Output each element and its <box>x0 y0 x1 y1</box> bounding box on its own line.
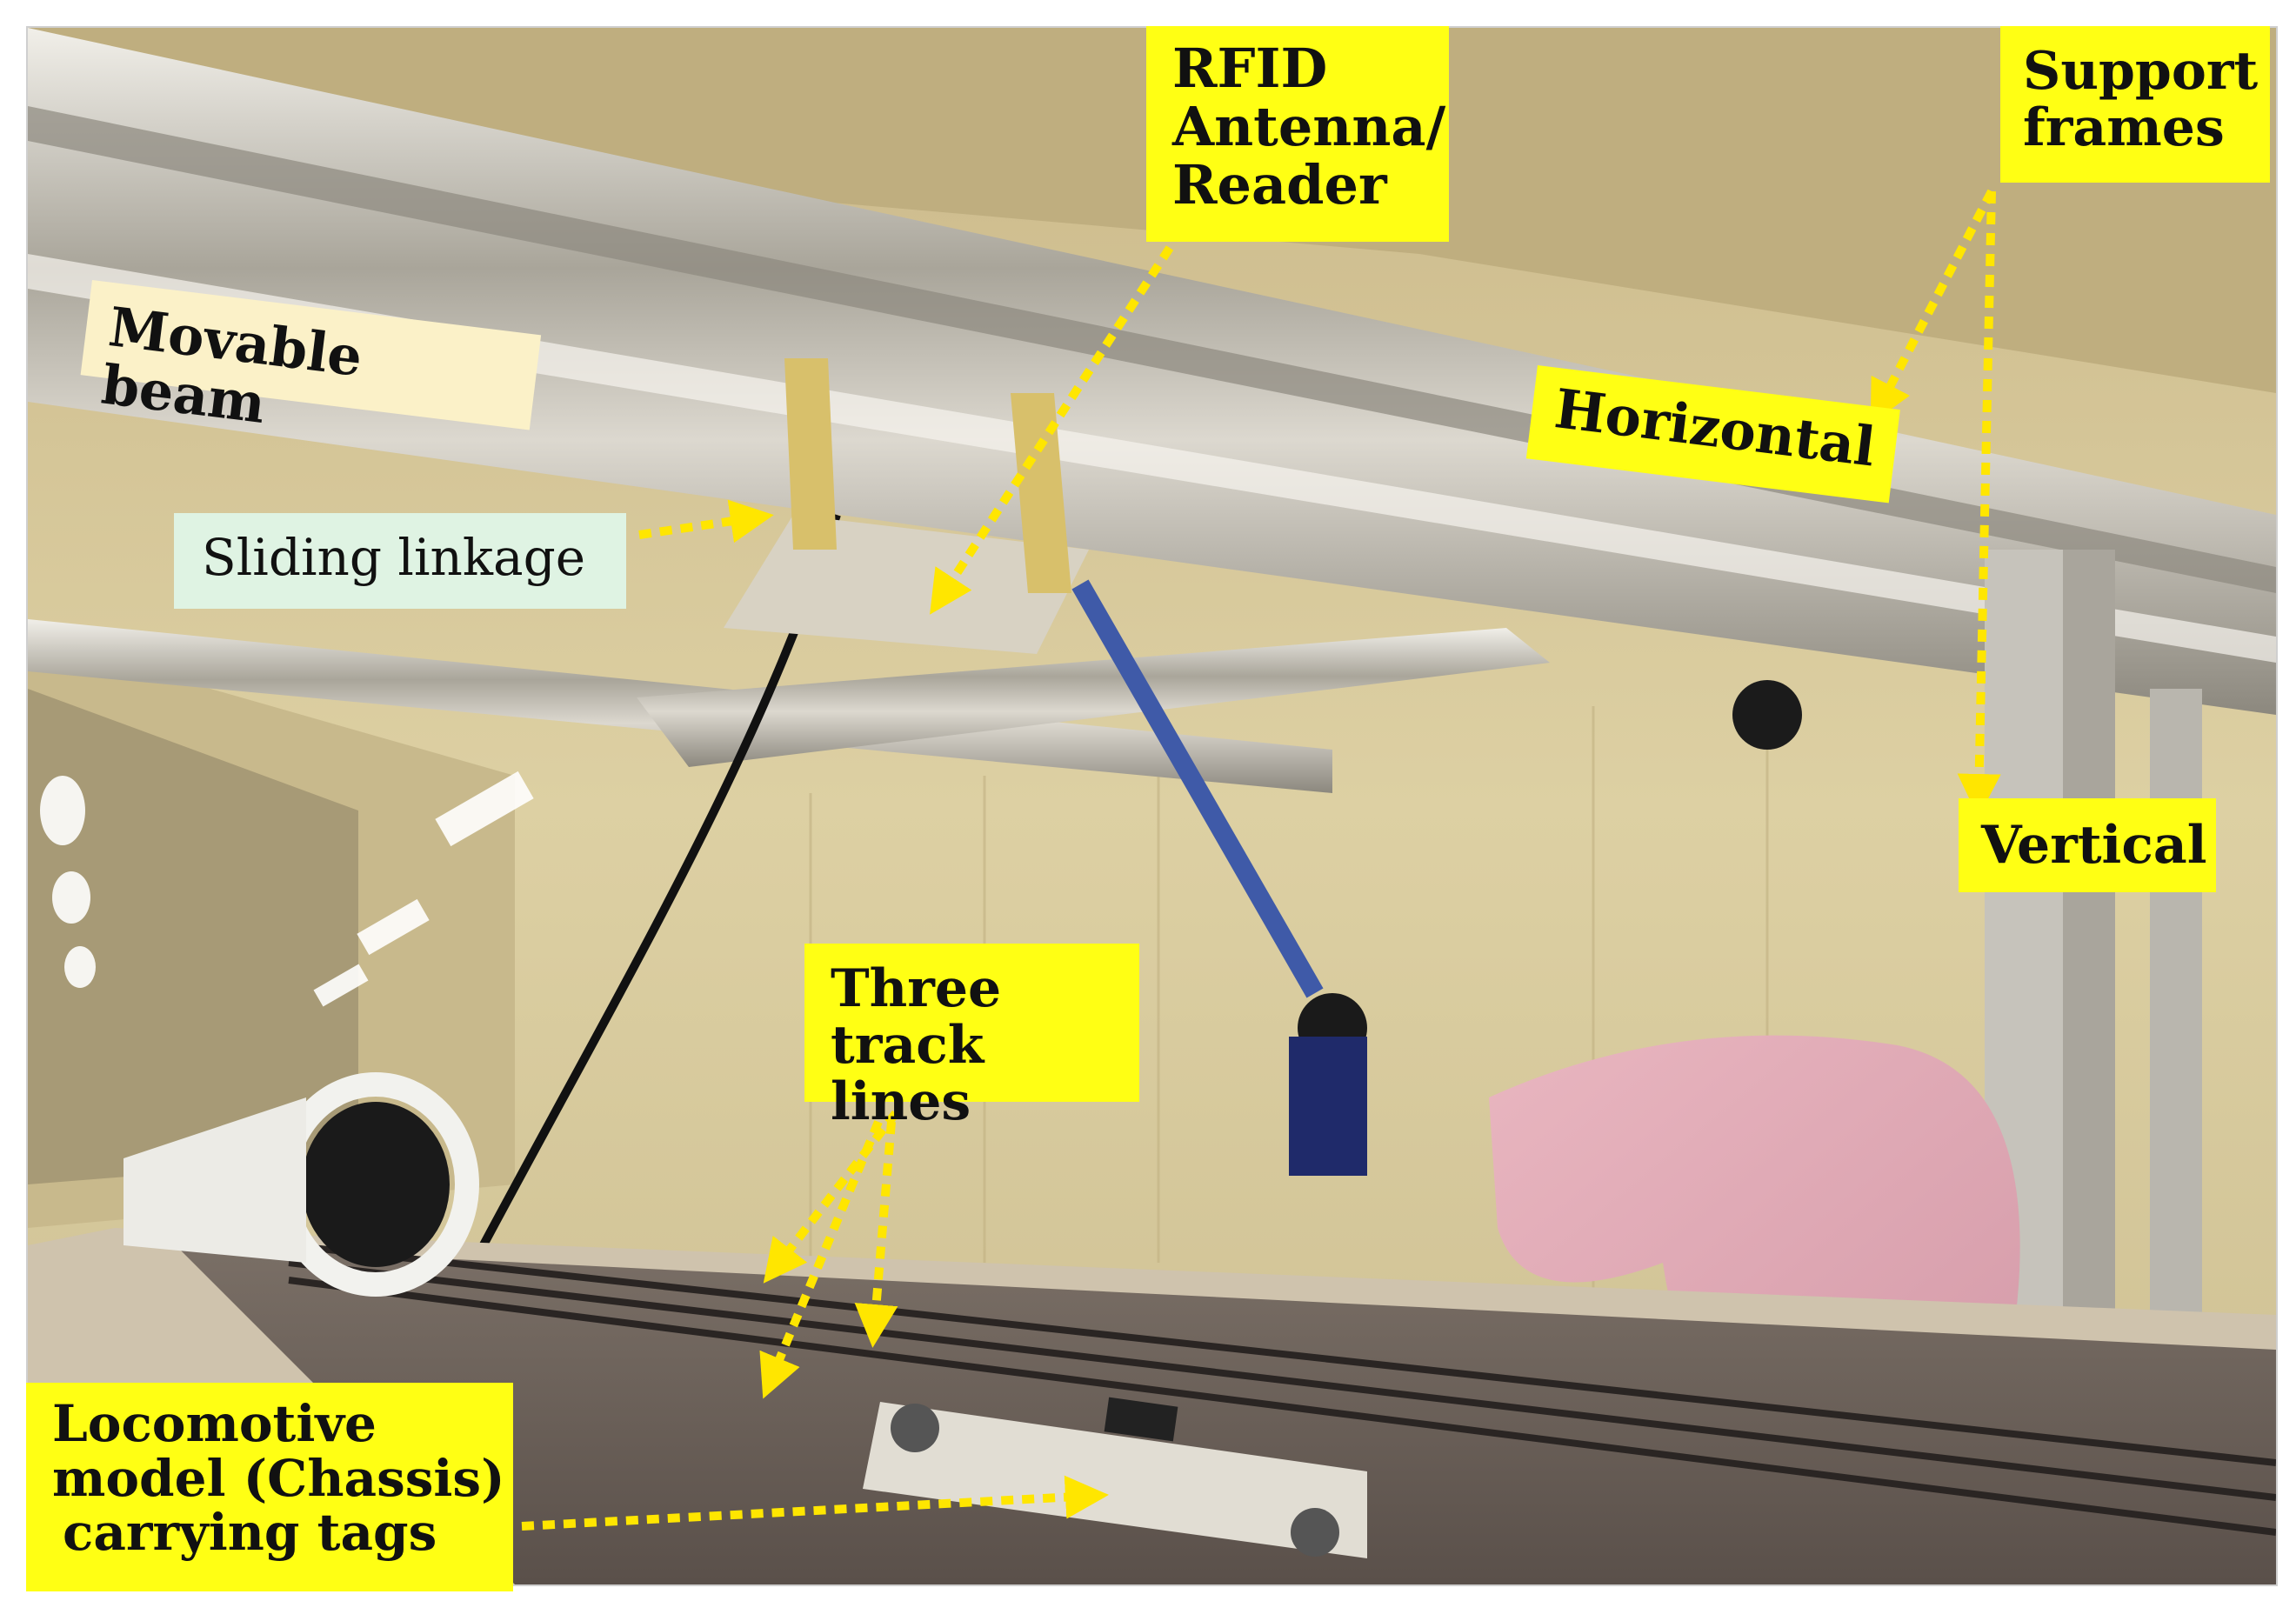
track-label-line-2: track lines <box>831 1014 984 1132</box>
sliding-linkage-label: Sliding linkage <box>174 513 626 609</box>
rfid-label-line-2: Antenna/ <box>1172 94 1446 158</box>
loco-label-line-2: model (Chassis) <box>52 1448 505 1508</box>
track-label-line-1: Three <box>831 958 1002 1019</box>
locomotive-model-label: Locomotive model (Chassis) carrying tags <box>26 1383 513 1591</box>
lab-scene <box>28 28 2276 1584</box>
vertical-label: Vertical <box>1959 798 2216 892</box>
support-frames-label: Support frames <box>2000 26 2270 183</box>
support-label-line-1: Support <box>2023 41 2259 102</box>
three-track-lines-label: Three track lines <box>804 944 1139 1130</box>
loco-label-line-1: Locomotive <box>52 1394 377 1453</box>
loco-label-line-3: carrying tags <box>63 1503 437 1563</box>
lab-photo <box>26 26 2278 1586</box>
rfid-label-line-3: Reader <box>1172 152 1387 217</box>
rfid-antenna-reader-label: RFID Antenna/ Reader <box>1146 26 1449 242</box>
rfid-label-line-1: RFID <box>1172 37 1328 100</box>
support-label-line-2: frames <box>2023 97 2225 158</box>
